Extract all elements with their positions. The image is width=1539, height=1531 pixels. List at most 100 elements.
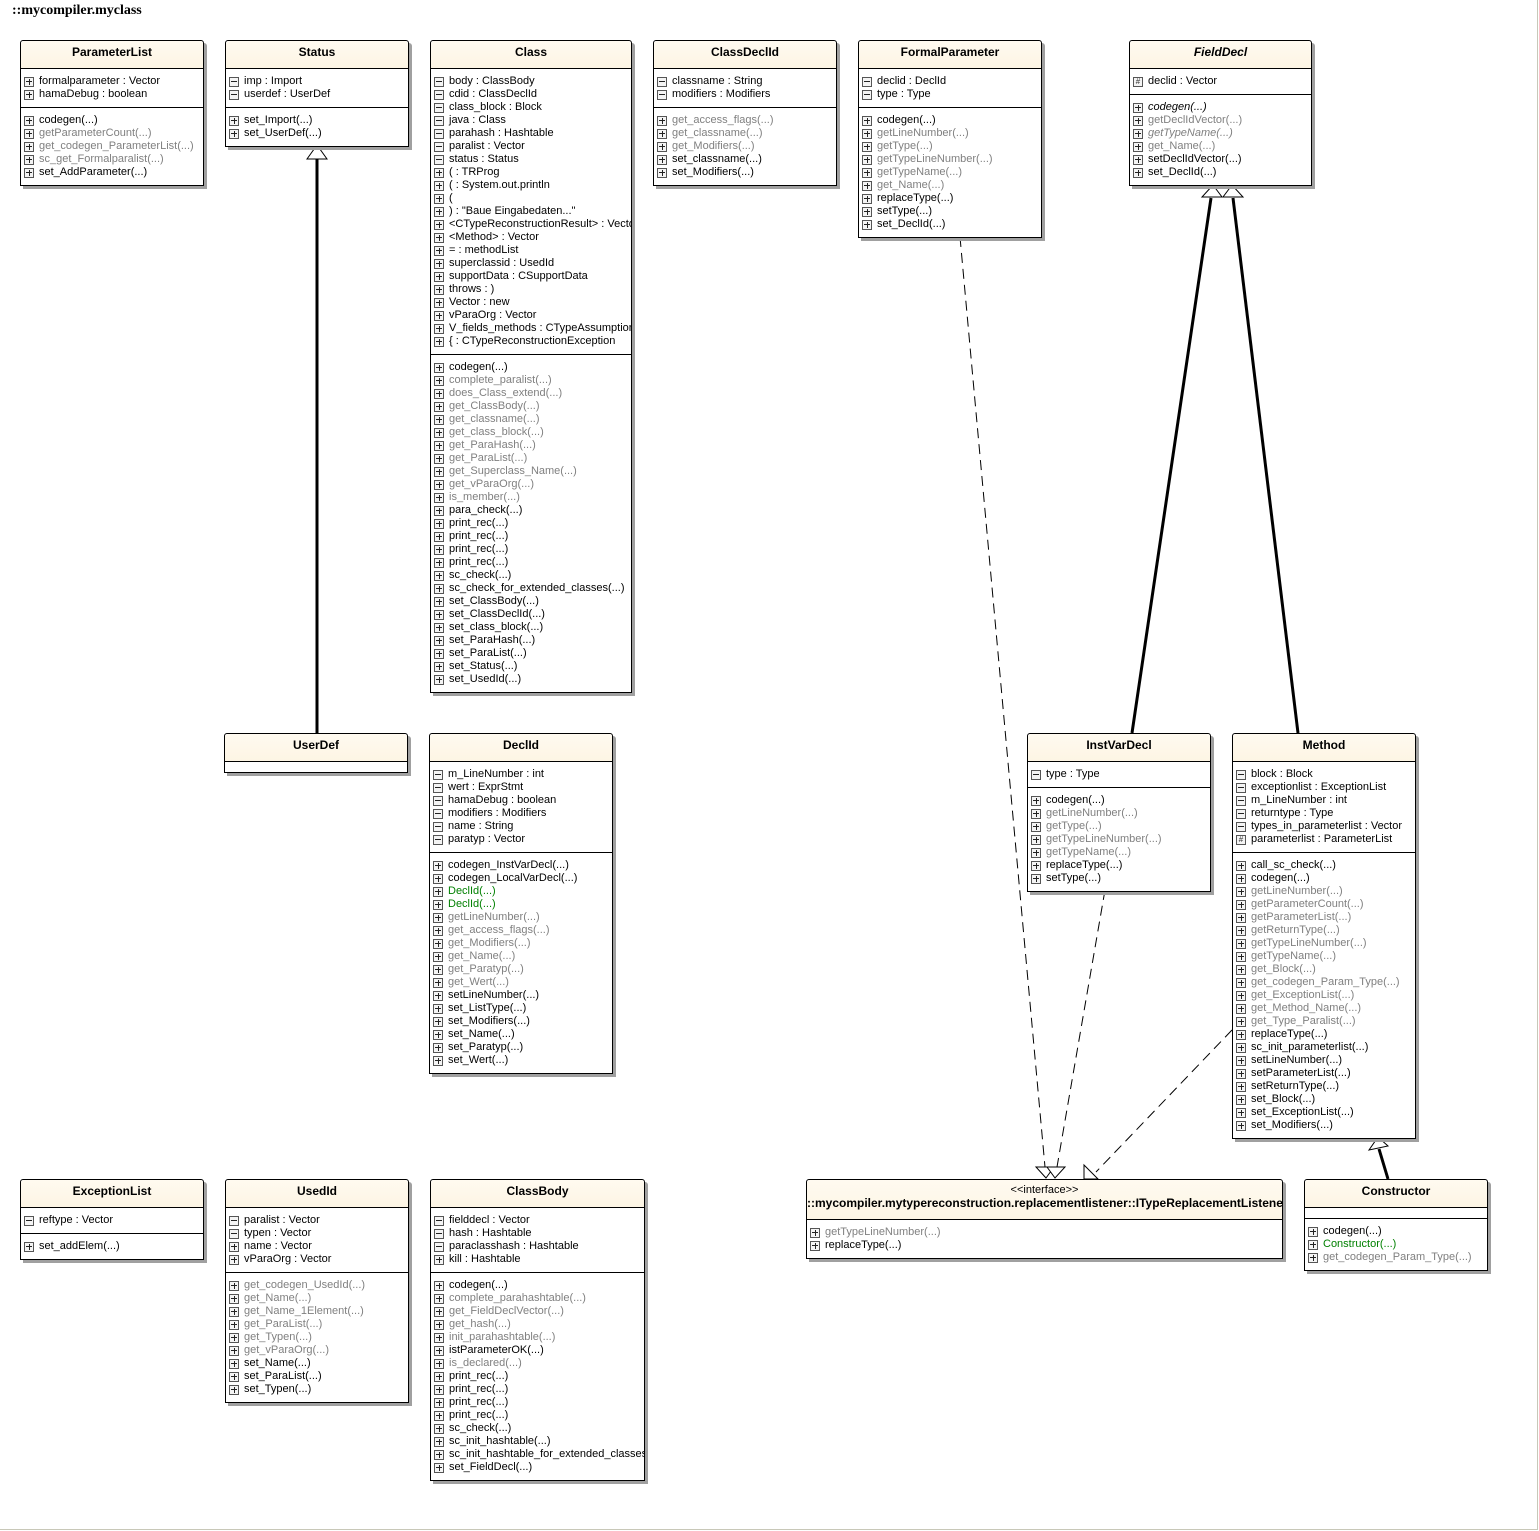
public-icon[interactable] (433, 1016, 443, 1027)
public-icon[interactable] (433, 1042, 443, 1053)
operation-item[interactable]: get_Name_1Element(...) (229, 1305, 408, 1318)
public-icon[interactable] (1308, 1252, 1318, 1263)
public-icon[interactable] (434, 1332, 444, 1343)
operation-item[interactable]: get_classname(...) (434, 413, 631, 426)
operation-item[interactable]: set_Name(...) (229, 1357, 408, 1370)
operation-item[interactable]: get_ParaList(...) (434, 452, 631, 465)
operation-item[interactable]: is_member(...) (434, 491, 631, 504)
attribute-item[interactable]: class_block : Block (434, 101, 631, 114)
operation-item[interactable]: getTypeLineNumber(...) (862, 153, 1041, 166)
attribute-item[interactable]: ) : "Baue Eingabedaten..." (434, 205, 631, 218)
attribute-item[interactable]: modifiers : Modifiers (433, 807, 612, 820)
class-box-itypereplacementlistener[interactable]: <<interface>>::mycompiler.mytypereconstr… (806, 1179, 1283, 1259)
operation-item[interactable]: set_ParaHash(...) (434, 634, 631, 647)
operation-item[interactable]: get_class_block(...) (434, 426, 631, 439)
operation-item[interactable]: set_Name(...) (433, 1028, 612, 1041)
operation-item[interactable]: does_Class_extend(...) (434, 387, 631, 400)
public-icon[interactable] (1236, 1107, 1246, 1118)
class-box-fielddecl[interactable]: FieldDecl declid : Vector codegen(...)getD… (1129, 40, 1312, 186)
operation-item[interactable]: get_Name(...) (862, 179, 1041, 192)
public-icon[interactable] (1031, 808, 1041, 819)
attribute-item[interactable]: ( (434, 192, 631, 205)
public-icon[interactable] (434, 1449, 444, 1460)
operation-item[interactable]: get_Modifiers(...) (657, 140, 836, 153)
attribute-item[interactable]: declid : Vector (1133, 75, 1311, 88)
operation-item[interactable]: setReturnType(...) (1236, 1080, 1415, 1093)
private-icon[interactable] (1236, 821, 1246, 832)
operation-item[interactable]: set_UsedId(...) (434, 673, 631, 686)
public-icon[interactable] (229, 1384, 239, 1395)
operation-item[interactable]: getTypeLineNumber(...) (1031, 833, 1210, 846)
public-icon[interactable] (434, 193, 444, 204)
public-icon[interactable] (24, 154, 34, 165)
operation-item[interactable]: get_codegen_UsedId(...) (229, 1279, 408, 1292)
operation-item[interactable]: istParameterOK(...) (434, 1344, 644, 1357)
operation-item[interactable]: sc_get_Formalparalist(...) (24, 153, 203, 166)
operation-item[interactable]: replaceType(...) (862, 192, 1041, 205)
private-icon[interactable] (1236, 782, 1246, 793)
operation-item[interactable]: Constructor(...) (1308, 1238, 1487, 1251)
public-icon[interactable] (1236, 860, 1246, 871)
public-icon[interactable] (434, 1371, 444, 1382)
operation-item[interactable]: get_vParaOrg(...) (229, 1344, 408, 1357)
public-icon[interactable] (434, 1293, 444, 1304)
private-icon[interactable] (657, 89, 667, 100)
class-header[interactable]: UserDef (225, 734, 407, 762)
attribute-item[interactable]: <Method> : Vector (434, 231, 631, 244)
private-icon[interactable] (434, 1228, 444, 1239)
operation-item[interactable]: sc_check(...) (434, 569, 631, 582)
class-header[interactable]: FormalParameter (859, 41, 1041, 69)
operation-item[interactable]: set_ParaList(...) (229, 1370, 408, 1383)
operation-item[interactable]: codegen(...) (1133, 101, 1311, 114)
private-icon[interactable] (434, 102, 444, 113)
public-icon[interactable] (433, 1003, 443, 1014)
private-icon[interactable] (434, 128, 444, 139)
operation-item[interactable]: print_rec(...) (434, 517, 631, 530)
class-header[interactable]: FieldDecl (1130, 41, 1311, 69)
attribute-item[interactable]: <CTypeReconstructionResult> : Vector (434, 218, 631, 231)
public-icon[interactable] (24, 128, 34, 139)
public-icon[interactable] (434, 518, 444, 529)
operation-item[interactable]: set_Import(...) (229, 114, 408, 127)
public-icon[interactable] (434, 414, 444, 425)
attribute-item[interactable]: modifiers : Modifiers (657, 88, 836, 101)
operation-item[interactable]: set_DeclId(...) (862, 218, 1041, 231)
operation-item[interactable]: get_Method_Name(...) (1236, 1002, 1415, 1015)
public-icon[interactable] (433, 1055, 443, 1066)
attribute-item[interactable]: vParaOrg : Vector (434, 309, 631, 322)
operation-item[interactable]: get_Modifiers(...) (433, 937, 612, 950)
private-icon[interactable] (434, 1241, 444, 1252)
operation-item[interactable]: sc_init_parameterlist(...) (1236, 1041, 1415, 1054)
public-icon[interactable] (434, 336, 444, 347)
operation-item[interactable]: getReturnType(...) (1236, 924, 1415, 937)
public-icon[interactable] (434, 375, 444, 386)
operation-item[interactable]: sc_init_hashtable_for_extended_classes(.… (434, 1448, 644, 1461)
operation-item[interactable]: get_ClassBody(...) (434, 400, 631, 413)
operation-item[interactable]: set_class_block(...) (434, 621, 631, 634)
operation-item[interactable]: getTypeName(...) (862, 166, 1041, 179)
attribute-item[interactable]: kill : Hashtable (434, 1253, 644, 1266)
attribute-item[interactable]: type : Type (862, 88, 1041, 101)
public-icon[interactable] (434, 596, 444, 607)
public-icon[interactable] (1031, 834, 1041, 845)
attribute-item[interactable]: Vector : new (434, 296, 631, 309)
public-icon[interactable] (433, 912, 443, 923)
public-icon[interactable] (1031, 847, 1041, 858)
public-icon[interactable] (434, 1254, 444, 1265)
public-icon[interactable] (1236, 886, 1246, 897)
operation-item[interactable]: get_Type_Paralist(...) (1236, 1015, 1415, 1028)
private-icon[interactable] (229, 89, 239, 100)
public-icon[interactable] (1236, 899, 1246, 910)
attribute-item[interactable]: typen : Vector (229, 1227, 408, 1240)
public-icon[interactable] (862, 154, 872, 165)
public-icon[interactable] (433, 977, 443, 988)
operation-item[interactable]: getDeclIdVector(...) (1133, 114, 1311, 127)
generalization-instvardecl-fielddecl[interactable] (1130, 197, 1213, 734)
operation-item[interactable]: replaceType(...) (1236, 1028, 1415, 1041)
attribute-item[interactable]: imp : Import (229, 75, 408, 88)
attribute-item[interactable]: exceptionlist : ExceptionList (1236, 781, 1415, 794)
public-icon[interactable] (229, 1358, 239, 1369)
